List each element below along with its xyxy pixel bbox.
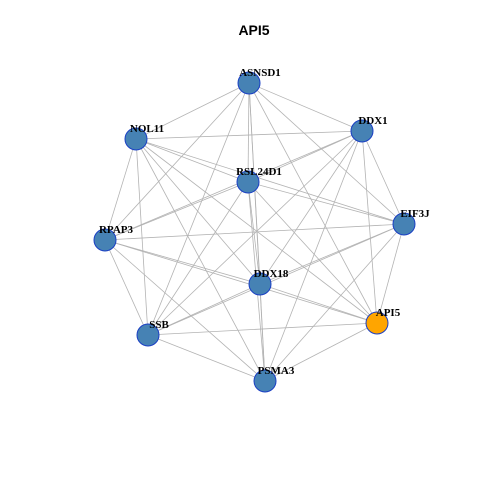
edge-ddx18-api5 — [259, 283, 378, 324]
edge-asnsd1-rsl24d1 — [247, 82, 250, 183]
edge-ddx1-rpap3 — [104, 130, 363, 241]
node-label-rpap3: RPAP3 — [99, 224, 134, 236]
edge-nol11-api5 — [135, 138, 378, 324]
edge-rpap3-ssb — [104, 239, 149, 336]
edge-nol11-psma3 — [135, 138, 266, 382]
edge-ddx18-psma3 — [259, 283, 266, 382]
node-eif3j — [392, 212, 416, 236]
node-label-api5: API5 — [376, 307, 401, 319]
node-label-nol11: NOL11 — [130, 123, 164, 135]
edge-ddx1-ddx18 — [259, 130, 363, 285]
node-label-ddx1: DDX1 — [358, 115, 387, 127]
edge-rsl24d1-api5 — [247, 181, 378, 324]
node-label-ddx18: DDX18 — [254, 268, 289, 280]
node-nol11 — [124, 127, 148, 151]
edge-rpap3-api5 — [104, 239, 378, 324]
node-rsl24d1 — [236, 170, 260, 194]
node-rpap3 — [93, 228, 117, 252]
node-label-psma3: PSMA3 — [258, 365, 295, 377]
edge-ddx1-nol11 — [135, 130, 363, 140]
edge-eif3j-ssb — [147, 223, 405, 336]
edge-asnsd1-nol11 — [135, 82, 250, 140]
edge-ddx1-ssb — [147, 130, 363, 336]
node-label-ssb: SSB — [149, 319, 169, 331]
edge-eif3j-psma3 — [264, 223, 405, 382]
node-api5 — [365, 311, 389, 335]
edge-asnsd1-ddx1 — [248, 82, 363, 132]
edge-asnsd1-eif3j — [248, 82, 405, 225]
edge-rpap3-psma3 — [104, 239, 266, 382]
edge-nol11-rsl24d1 — [135, 138, 249, 183]
edge-nol11-eif3j — [135, 138, 405, 225]
node-asnsd1 — [237, 71, 261, 95]
edge-asnsd1-ssb — [147, 82, 250, 336]
node-label-rsl24d1: RSL24D1 — [236, 166, 282, 178]
node-psma3 — [253, 369, 277, 393]
node-label-asnsd1: ASNSD1 — [239, 67, 281, 79]
edge-api5-ssb — [147, 322, 378, 336]
edge-rpap3-ddx18 — [104, 239, 261, 285]
edge-rsl24d1-rpap3 — [104, 181, 249, 241]
edge-ddx1-eif3j — [361, 130, 405, 225]
node-ddx1 — [350, 119, 374, 143]
edge-nol11-ssb — [135, 138, 149, 336]
edge-asnsd1-rpap3 — [104, 82, 250, 241]
edge-ssb-psma3 — [147, 334, 266, 382]
edge-rsl24d1-eif3j — [247, 181, 405, 225]
edge-api5-psma3 — [264, 322, 378, 382]
edge-eif3j-rpap3 — [104, 223, 405, 241]
node-label-eif3j: EIF3J — [400, 208, 430, 220]
node-ddx18 — [248, 272, 272, 296]
edge-rsl24d1-ddx18 — [247, 181, 261, 285]
diagram-title: API5 — [238, 22, 269, 38]
edge-ddx1-api5 — [361, 130, 378, 324]
node-ssb — [136, 323, 160, 347]
edge-ddx18-ssb — [147, 283, 261, 336]
edge-nol11-rpap3 — [104, 138, 137, 241]
edge-layer — [104, 82, 405, 382]
edge-eif3j-api5 — [376, 223, 405, 324]
edge-nol11-ddx18 — [135, 138, 261, 285]
edge-ddx1-psma3 — [264, 130, 363, 382]
edge-asnsd1-api5 — [248, 82, 378, 324]
node-layer — [93, 71, 416, 393]
edge-rsl24d1-ssb — [147, 181, 249, 336]
edge-ddx1-rsl24d1 — [247, 130, 363, 183]
